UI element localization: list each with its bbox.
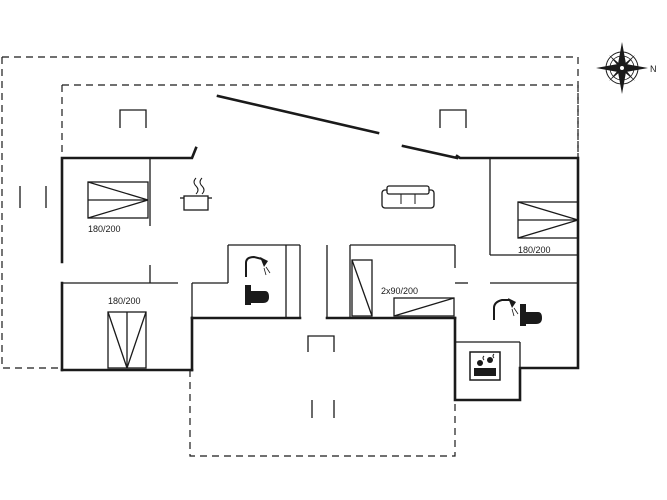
bed-central [351, 259, 455, 317]
shower-icon [245, 255, 271, 277]
sauna-icon [469, 351, 501, 381]
exterior-walls [60, 94, 580, 402]
sofa-icon [381, 185, 435, 209]
bed-southwest [107, 311, 147, 369]
shower-icon [493, 298, 519, 320]
terrace-outline [1, 56, 579, 457]
bed-west [87, 181, 149, 219]
bed-east-label: 180/200 [518, 245, 551, 255]
bed-southwest-label: 180/200 [108, 296, 141, 306]
stove-pot-icon [180, 177, 212, 211]
toilet-icon [520, 304, 542, 326]
bed-central-label: 2x90/200 [381, 286, 418, 296]
interior-walls [62, 158, 578, 368]
north-label: N [650, 64, 657, 74]
bed-west-label: 180/200 [88, 224, 121, 234]
door-markers [19, 109, 467, 418]
compass-rose-icon [596, 42, 648, 94]
bed-east [517, 201, 579, 239]
toilet-icon [245, 285, 269, 305]
